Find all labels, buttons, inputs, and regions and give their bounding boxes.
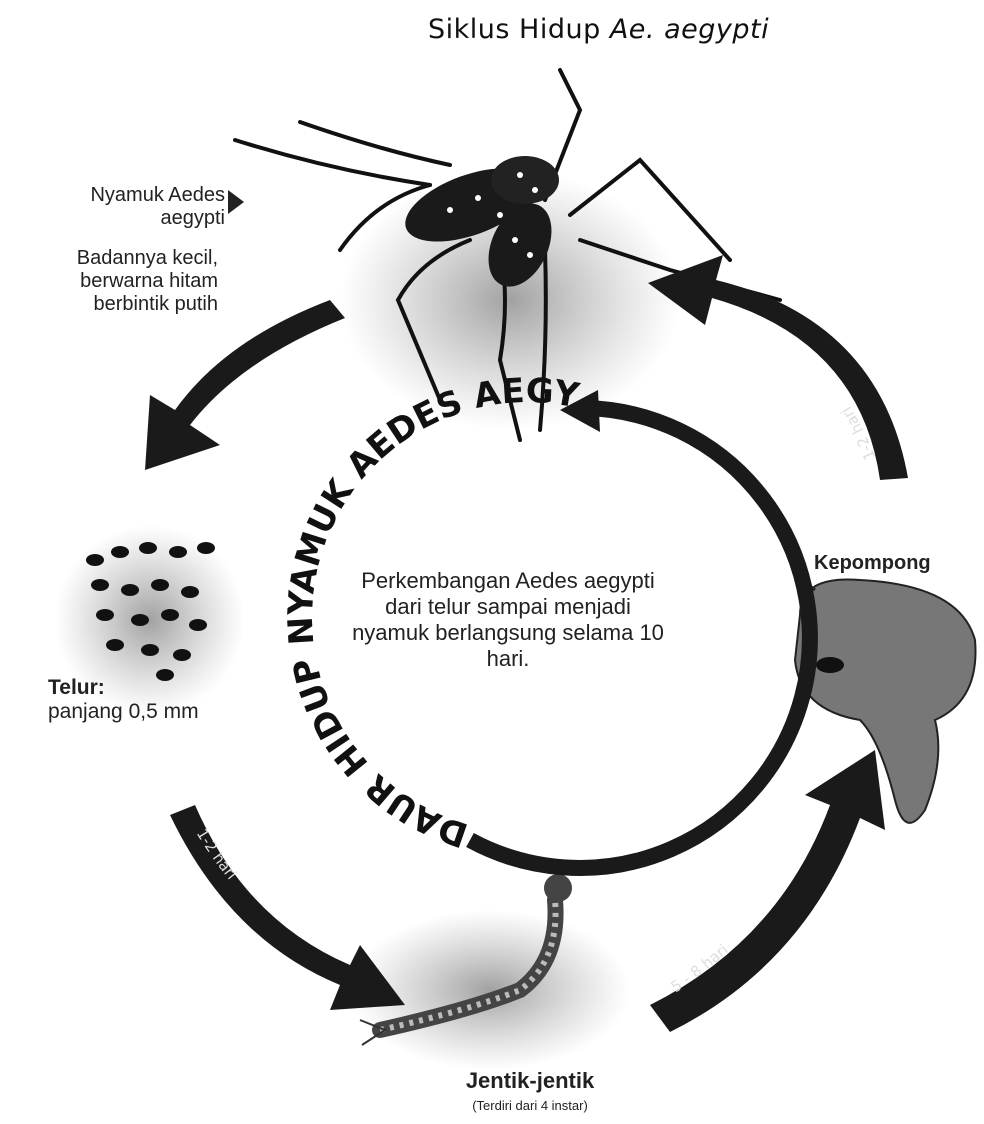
pupa-label: Kepompong (814, 552, 931, 575)
pointer-triangle-icon (228, 190, 244, 214)
egg-label: Telur: panjang 0,5 mm (48, 676, 199, 724)
center-description: Perkembangan Aedes aegypti dari telur sa… (350, 568, 666, 672)
arrow-adult-to-egg (145, 300, 345, 470)
larva-label: Jentik-jentik (420, 1068, 640, 1094)
mosquito-description: Badannya kecil, berwarna hitam berbintik… (0, 247, 218, 316)
egg-title: Telur: (48, 676, 199, 700)
larva-note: (Terdiri dari 4 instar) (420, 1098, 640, 1113)
egg-size: panjang 0,5 mm (48, 700, 199, 724)
mosquito-name: Nyamuk Aedes aegypti (60, 184, 225, 230)
larva-illustration (350, 874, 630, 1070)
